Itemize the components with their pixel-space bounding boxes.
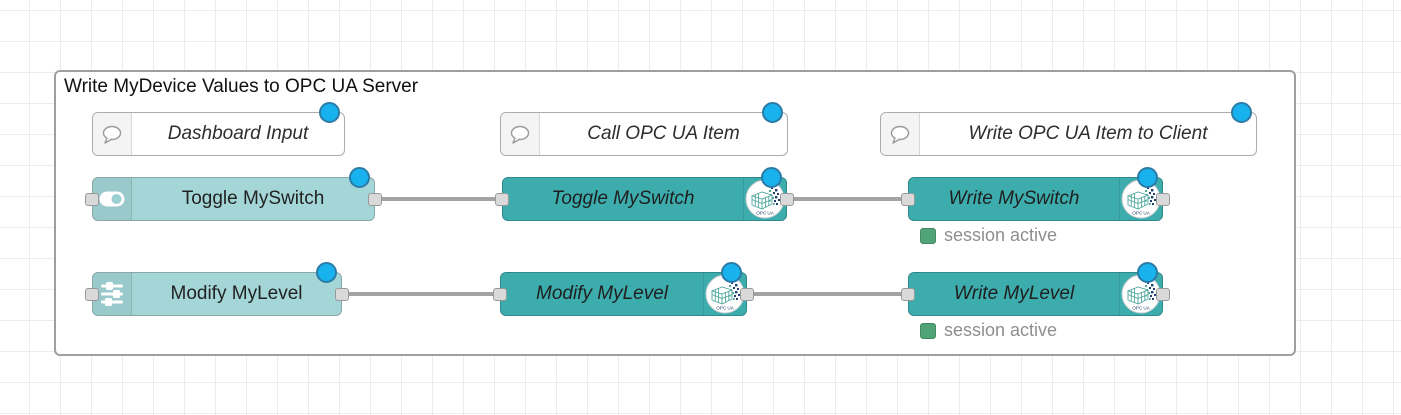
node-label: Write MySwitch [948, 188, 1080, 209]
node-write-myswitch[interactable]: Write MySwitch [901, 167, 1170, 221]
wire[interactable] [747, 292, 908, 296]
modified-indicator-dot [721, 262, 742, 283]
comment-node-call-opcua-item[interactable]: Call OPC UA Item [500, 102, 788, 156]
node-label: Write MyLevel [953, 283, 1075, 304]
modified-indicator-dot [1137, 167, 1158, 188]
node-modify-mylevel-ui[interactable]: Modify MyLevel [85, 262, 349, 316]
modified-indicator-dot [762, 102, 783, 123]
speech-bubble-icon [501, 113, 540, 155]
input-port[interactable] [85, 288, 99, 301]
output-port[interactable] [1156, 193, 1170, 206]
status-text: session active [944, 225, 1058, 245]
status-dot-green [920, 322, 936, 339]
input-port[interactable] [493, 288, 507, 301]
output-port[interactable] [740, 288, 754, 301]
sliders-icon [93, 273, 132, 315]
wire[interactable] [342, 292, 500, 296]
comment-label: Write OPC UA Item to Client [968, 123, 1208, 144]
opcua-icon-text: OPC UA [1132, 211, 1151, 216]
node-write-mylevel[interactable]: Write MyLevel [901, 262, 1170, 316]
opcua-logo-icon: OPC UA [743, 178, 786, 220]
comment-label: Dashboard Input [167, 123, 309, 144]
modified-indicator-dot [1137, 262, 1158, 283]
status-dot-green [920, 227, 936, 244]
group-label: Write MyDevice Values to OPC UA Server [64, 76, 419, 97]
modified-indicator-dot [1231, 102, 1252, 123]
node-toggle-myswitch-opcua[interactable]: Toggle MySwitch [495, 167, 794, 221]
node-label: Modify MyLevel [536, 283, 668, 304]
status-indicator: session active [920, 320, 1057, 341]
output-port[interactable] [1156, 288, 1170, 301]
node-modify-mylevel-opcua[interactable]: Modify MyLevel [493, 262, 754, 316]
input-port[interactable] [901, 288, 915, 301]
output-port[interactable] [780, 193, 794, 206]
wire[interactable] [375, 197, 502, 201]
node-label: Toggle MySwitch [181, 188, 325, 209]
status-indicator: session active [920, 225, 1057, 246]
input-port[interactable] [85, 193, 99, 206]
input-port[interactable] [495, 193, 509, 206]
comment-label: Call OPC UA Item [587, 123, 740, 144]
modified-indicator-dot [316, 262, 337, 283]
output-port[interactable] [335, 288, 349, 301]
opcua-logo-icon: OPC UA [1119, 273, 1162, 315]
comment-node-dashboard-input[interactable]: Dashboard Input [92, 102, 345, 156]
node-label: Toggle MySwitch [551, 188, 695, 209]
toggle-switch-icon [93, 178, 132, 220]
input-port[interactable] [901, 193, 915, 206]
node-label: Modify MyLevel [170, 283, 303, 304]
status-text: session active [944, 320, 1058, 340]
modified-indicator-dot [349, 167, 370, 188]
speech-bubble-icon [93, 113, 132, 155]
speech-bubble-icon [881, 113, 920, 155]
opcua-icon-text: OPC UA [756, 211, 775, 216]
opcua-icon-text: OPC UA [1132, 306, 1151, 311]
opcua-icon-text: OPC UA [716, 306, 735, 311]
modified-indicator-dot [319, 102, 340, 123]
wire[interactable] [787, 197, 908, 201]
modified-indicator-dot [761, 167, 782, 188]
node-toggle-myswitch-ui[interactable]: Toggle MySwitch [85, 167, 382, 221]
comment-node-write-opcua-item[interactable]: Write OPC UA Item to Client [880, 102, 1257, 156]
output-port[interactable] [368, 193, 382, 206]
